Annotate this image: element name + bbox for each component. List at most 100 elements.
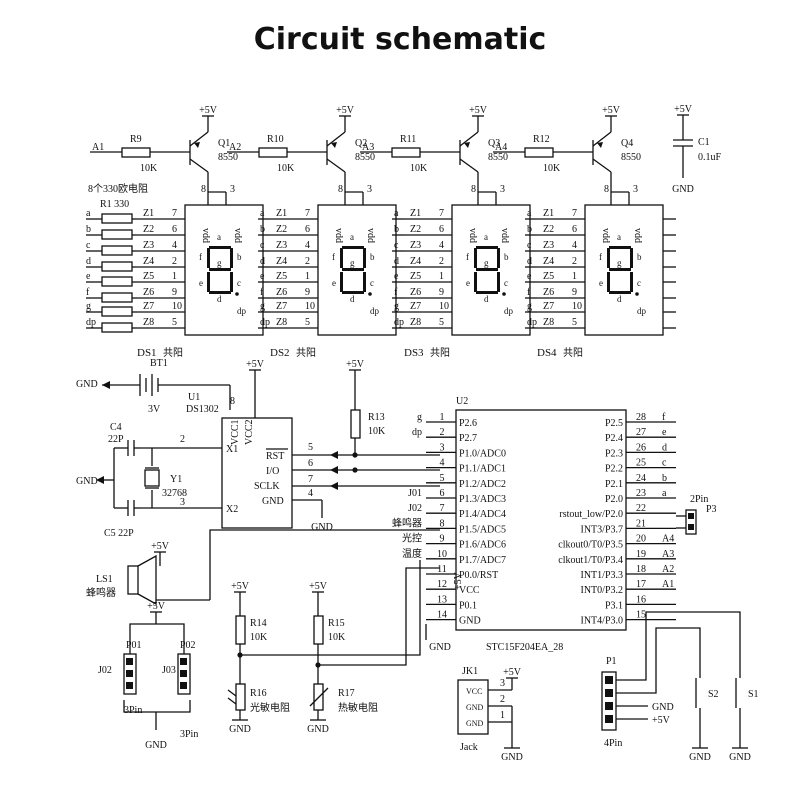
segment-b: [630, 248, 633, 268]
seg-out-letter: dp: [394, 317, 404, 328]
mcu-pin-num: 8: [440, 518, 445, 529]
display-pin-num: 4: [305, 240, 310, 251]
p1-wire: [616, 627, 676, 694]
transistor-arrow: [597, 142, 603, 148]
seg-out-letter: a: [260, 208, 265, 219]
display-kind: 共阳: [296, 347, 316, 359]
mcu-pin-name: P2.2: [605, 464, 623, 475]
segment-b: [230, 248, 233, 268]
mcu-pin-num: 14: [437, 610, 447, 621]
mcu-pin-num: 21: [636, 518, 646, 529]
display-pin-num: 1: [439, 271, 444, 282]
segment-d: [476, 291, 498, 294]
rtc-pin-7: 7: [308, 474, 313, 485]
p1-name: P1: [606, 656, 617, 667]
resnet-resistor: [101, 261, 133, 272]
junction-dot: [352, 467, 358, 473]
segment-dp: [635, 292, 639, 296]
transistor-vcc: +5V: [199, 105, 218, 116]
rtc-vcc: +5V: [246, 359, 265, 370]
transistor-part: 8550: [488, 152, 508, 163]
mcu-pin-name: P0.1: [459, 600, 477, 611]
mcu-pin-num: 25: [636, 458, 646, 469]
seg-out-letter: d: [394, 256, 399, 267]
transistor-collector: [326, 158, 346, 173]
transistor-arrow: [464, 142, 470, 148]
buzzer-signal-wire: [209, 529, 440, 600]
mcu-pin-num: 26: [636, 442, 646, 453]
mcu-pin-name: P0.0/RST: [459, 570, 498, 581]
transistor-emitter: [189, 131, 209, 147]
mcu-pin-num: 5: [440, 473, 445, 484]
p3-header: [685, 509, 697, 535]
rtc-pin8: 8: [230, 396, 235, 407]
seg-out-letter: dp: [527, 317, 537, 328]
display-pin-num: 6: [572, 224, 577, 235]
display-pin-name: Z7: [143, 301, 154, 312]
display-pin-num: 10: [439, 301, 449, 312]
display-pin-num: 4: [572, 240, 577, 251]
rtc-pin-3: 3: [180, 497, 185, 508]
transistor-collector: [189, 158, 209, 173]
p3-pin: [688, 524, 694, 530]
driver-input-3: A3: [362, 142, 374, 153]
rtc-io: I/O: [266, 466, 279, 477]
segment-e: [607, 272, 610, 292]
resistor-R15: [313, 615, 324, 645]
header-j02-name: J02: [98, 665, 112, 676]
vdd-label: vdd: [200, 228, 211, 243]
header-gnd-label: GND: [145, 740, 167, 751]
display-pin-num: 10: [572, 301, 582, 312]
mcu-pin-num: 27: [636, 427, 646, 438]
header-j03-name: J03: [162, 665, 176, 676]
header-pin: [180, 658, 187, 665]
mcu-pin-num: 18: [636, 564, 646, 575]
mcu-pin-name: P2.1: [605, 479, 623, 490]
seg-out-letter: g: [260, 301, 265, 312]
mcu-pin-num: 9: [440, 534, 445, 545]
display-pin-name: Z8: [410, 317, 421, 328]
display-name: DS4: [537, 347, 557, 359]
p1-pin: [605, 715, 613, 723]
p3-name: P3: [706, 504, 717, 515]
mcu-pin-net: a: [662, 488, 667, 499]
seg-out-letter: f: [260, 287, 264, 298]
mcu-pin-net: 蜂鸣器: [392, 516, 422, 529]
mcu-pin-net: g: [417, 412, 422, 423]
display-pin-name: Z1: [543, 208, 554, 219]
seg-out-letter: e: [260, 271, 265, 282]
display-pin-num: 10: [172, 301, 182, 312]
battery-value: 3V: [148, 404, 161, 415]
mcu-chip: [455, 409, 627, 631]
mcu-pin-num: 19: [636, 549, 646, 560]
segment-f: [207, 248, 210, 268]
jack-vcc: +5V: [503, 667, 522, 678]
rtc-chip: [221, 417, 293, 529]
display-pin-num: 2: [305, 256, 310, 267]
jack-n3: 3: [500, 678, 505, 689]
resistor-value: 10K: [543, 163, 561, 174]
segment-c: [630, 272, 633, 292]
seg-letter: g: [484, 258, 489, 268]
mcu-pin-name: P1.5/ADC5: [459, 524, 506, 535]
mcu-pin-num: 16: [636, 594, 646, 605]
display-pin-name: Z5: [143, 271, 154, 282]
resistor-value: 10K: [410, 163, 428, 174]
mcu-pin-num: 22: [636, 503, 646, 514]
mcu-pin-num: 6: [440, 488, 445, 499]
seg-letter: b: [237, 252, 242, 262]
r16-label: 光敏电阻: [250, 701, 290, 714]
buzzer-cone: [137, 554, 157, 606]
seg-letter: f: [466, 252, 469, 262]
resistor-name: R11: [400, 134, 416, 145]
display-pin-name: Z7: [276, 301, 287, 312]
seg-in-letter: d: [86, 256, 91, 267]
resistor-R12: [524, 147, 554, 158]
transistor-part: 8550: [355, 152, 375, 163]
display-pin-name: Z4: [143, 256, 154, 267]
segment-c: [497, 272, 500, 292]
seg-out-letter: c: [394, 240, 399, 251]
seg-letter: dp: [237, 306, 247, 316]
jack-pin-gnd: GND: [466, 703, 484, 712]
jack-pin-vcc: VCC: [466, 687, 482, 696]
